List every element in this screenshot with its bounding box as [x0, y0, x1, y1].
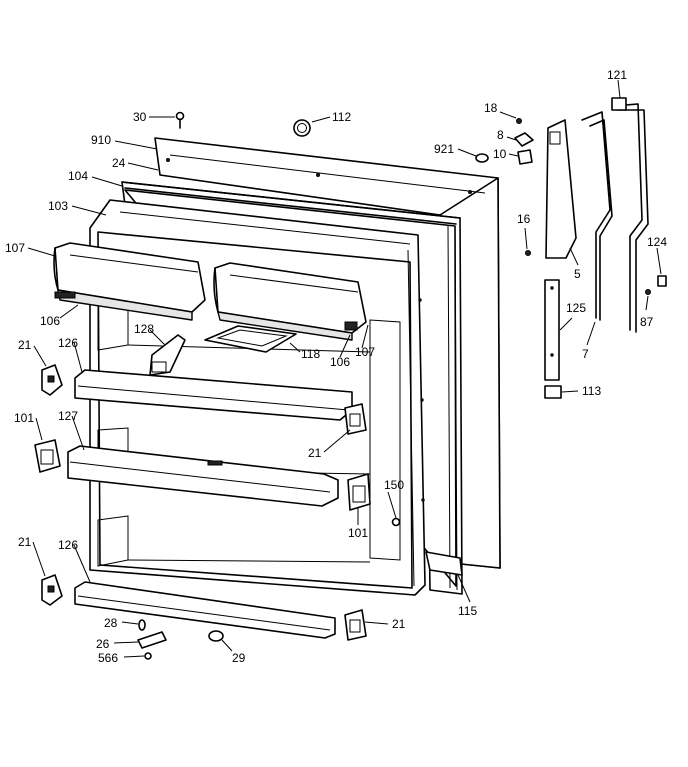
callout-121: 121 [607, 68, 627, 82]
dairy-hinge-right [344, 321, 358, 331]
callout-21-right-upper: 21 [308, 446, 322, 460]
handle-rod-7 [581, 111, 613, 321]
callout-126-lower: 126 [58, 538, 78, 552]
callout-124: 124 [647, 235, 667, 249]
callout-107-left: 107 [5, 241, 25, 255]
callout-106-left: 106 [40, 314, 60, 328]
dairy-door-right [213, 262, 367, 341]
egg-tray [204, 325, 297, 353]
door-shelf-middle [67, 445, 339, 507]
door-seal-strip [425, 551, 463, 576]
callout-29: 29 [232, 651, 246, 665]
plug-921 [475, 153, 489, 163]
clip-8 [514, 132, 534, 147]
shelf-end-cap-right-upper [344, 403, 367, 435]
callout-101-right: 101 [348, 526, 368, 540]
callout-21-lower-right: 21 [392, 617, 406, 631]
callout-128: 128 [134, 322, 154, 336]
dairy-door-left [53, 242, 206, 321]
callout-910: 910 [91, 133, 111, 147]
leader-lines [27, 79, 662, 658]
callout-103: 103 [48, 199, 68, 213]
screw-30 [175, 111, 185, 129]
callout-101-left: 101 [14, 411, 34, 425]
door-shelf-lower [74, 581, 336, 639]
handle-trim [544, 279, 560, 381]
callout-21-upper-left: 21 [18, 338, 32, 352]
shelf-end-cap-right-middle [347, 473, 371, 511]
dairy-hinge-left [54, 291, 76, 299]
callout-126-upper: 126 [58, 336, 78, 350]
callout-7: 7 [582, 347, 589, 361]
callout-30: 30 [133, 110, 147, 124]
clip-28 [138, 619, 146, 631]
clip-124 [657, 275, 667, 287]
callout-8: 8 [497, 128, 504, 142]
callout-5: 5 [574, 267, 581, 281]
shelf-end-cap-left-upper [41, 364, 63, 396]
callout-115: 115 [458, 604, 477, 618]
callout-150: 150 [384, 478, 404, 492]
callout-18: 18 [484, 101, 498, 115]
callout-16: 16 [517, 212, 531, 226]
callout-106-right: 106 [330, 355, 350, 369]
callout-112: 112 [332, 110, 351, 124]
callout-labels: 30 112 910 24 104 103 107 106 128 118 10… [5, 68, 667, 665]
handle-rod-121 [611, 97, 649, 333]
shelf-end-cap-right-lower [344, 609, 367, 641]
callout-113: 113 [582, 384, 601, 398]
callout-28: 28 [104, 616, 118, 630]
cap-29 [208, 630, 224, 642]
shelf-end-cap-left-middle [34, 439, 61, 473]
shelf-bracket [149, 334, 186, 376]
screw-18 [516, 118, 522, 124]
screw-566 [144, 652, 152, 660]
callout-21-lower-left: 21 [18, 535, 32, 549]
callout-921: 921 [434, 142, 454, 156]
callout-10: 10 [493, 147, 507, 161]
callout-104: 104 [68, 169, 88, 183]
callout-118: 118 [301, 347, 320, 361]
cap-113 [544, 385, 562, 399]
screw-16 [525, 250, 531, 256]
callout-107-right: 107 [355, 345, 375, 359]
callout-87: 87 [640, 315, 654, 329]
door-handle [545, 119, 577, 259]
screw-87 [645, 289, 651, 295]
callout-125: 125 [566, 301, 586, 315]
shelf-end-cap-left-lower [41, 574, 63, 606]
callout-566: 566 [98, 651, 118, 665]
plug-112 [293, 119, 311, 137]
bushing-10 [517, 149, 533, 165]
callout-127: 127 [58, 409, 78, 423]
plug-150 [391, 517, 401, 527]
bracket-26 [137, 631, 167, 649]
callout-26: 26 [96, 637, 110, 651]
callout-24: 24 [112, 156, 126, 170]
